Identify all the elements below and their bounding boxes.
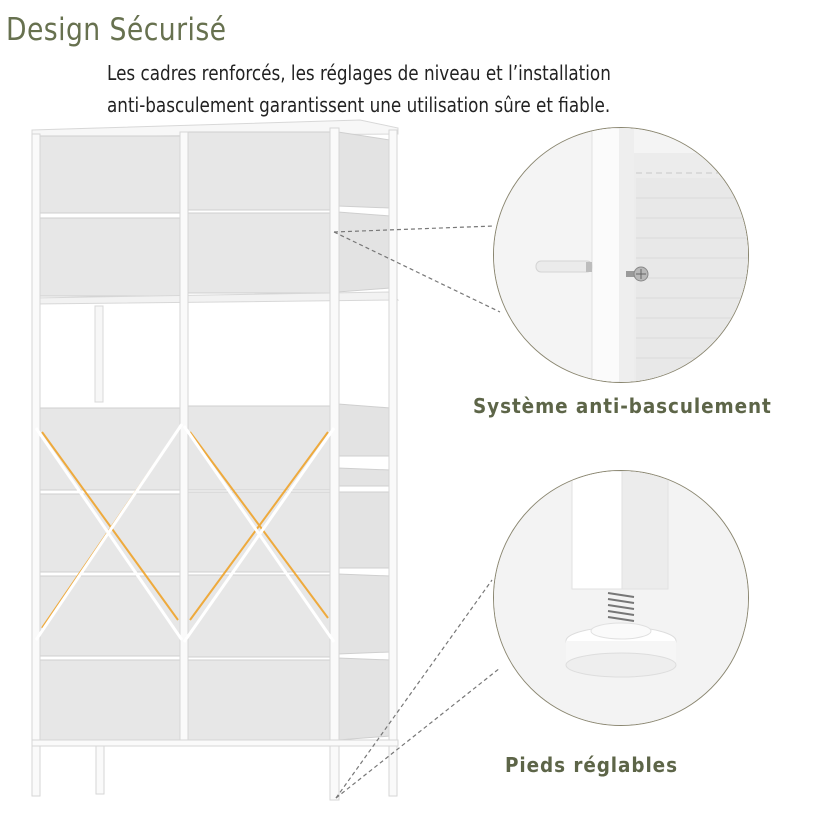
lower-drawers xyxy=(39,403,391,741)
callout-label-adjustable-feet: Pieds réglables xyxy=(505,753,678,777)
page-title: Design Sécurisé xyxy=(6,12,227,48)
callout-label-anti-tip: Système anti-basculement xyxy=(473,394,772,418)
adjustable-feet-detail-circle xyxy=(493,470,749,726)
description-line-2: anti-basculement garantissent une utilis… xyxy=(107,93,611,117)
adjustable-leveling-foot-icon xyxy=(494,471,748,725)
anti-tip-detail-circle xyxy=(493,127,749,383)
upper-drawers xyxy=(39,131,391,297)
description-line-1: Les cadres renforcés, les réglages de ni… xyxy=(107,61,611,85)
anti-tip-anchor-screw-icon xyxy=(494,128,748,382)
